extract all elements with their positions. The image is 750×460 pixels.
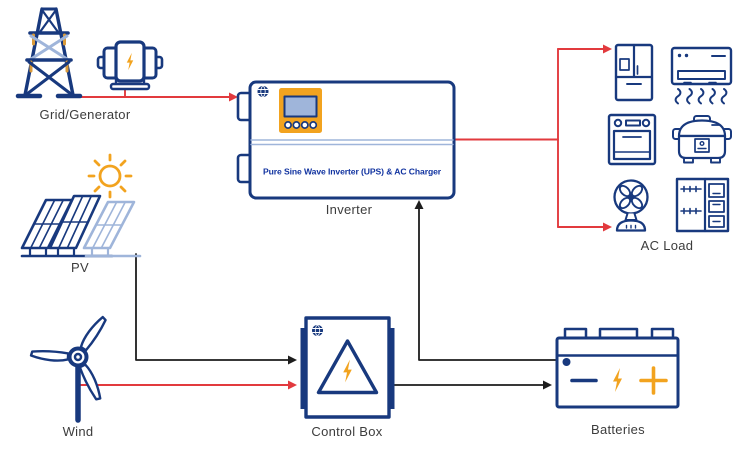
arrowhead [414, 200, 424, 209]
brand-globe-icon [312, 325, 323, 336]
display-panel-icon [279, 88, 322, 133]
arrowhead [603, 222, 612, 232]
lightning-icon [126, 52, 134, 71]
pv-label: PV [71, 260, 89, 275]
edge-grid-to-inverter [69, 88, 238, 102]
storage-cabinet-icon [675, 177, 730, 233]
air-conditioner-icon [670, 46, 733, 105]
control-box [300, 316, 395, 419]
generator-icon [96, 40, 164, 91]
lightning-icon [613, 368, 622, 392]
wind-turbine-icon [29, 315, 107, 423]
brand-globe-icon [562, 358, 571, 366]
arrowhead [543, 380, 552, 390]
inverter-box: Pure Sine Wave Inverter (UPS) & AC Charg… [236, 80, 456, 200]
edge-pv-to-controlbox [135, 253, 297, 365]
inverter-label: Inverter [326, 202, 373, 217]
arrowhead [229, 92, 238, 102]
sun-icon [87, 153, 133, 199]
control-box-label: Control Box [311, 424, 382, 439]
grid-generator-label: Grid/Generator [40, 107, 131, 122]
transmission-tower-icon [15, 7, 83, 99]
ac-load-label: AC Load [641, 238, 694, 253]
batteries-label: Batteries [591, 422, 645, 437]
battery-icon [555, 327, 680, 409]
solar-panels-icon [20, 194, 142, 258]
triangle-lightning-icon [316, 339, 379, 395]
plus-icon [639, 366, 668, 395]
oven-icon [607, 113, 657, 166]
arrowhead [603, 44, 612, 54]
refrigerator-icon [614, 43, 654, 102]
edge-inverter-to-acload [453, 44, 612, 232]
wind-label: Wind [63, 424, 94, 439]
inverter-panel-text: Pure Sine Wave Inverter (UPS) & AC Charg… [263, 167, 442, 177]
arrowhead [288, 380, 297, 390]
rice-cooker-icon [672, 115, 732, 164]
brand-globe-icon [257, 86, 269, 97]
arrowhead [288, 355, 297, 365]
edge-controlbox-to-batteries [393, 380, 552, 390]
fan-icon [613, 179, 649, 232]
edge-wind-to-controlbox [80, 380, 297, 390]
edge-batteries-to-inverter [414, 200, 558, 361]
